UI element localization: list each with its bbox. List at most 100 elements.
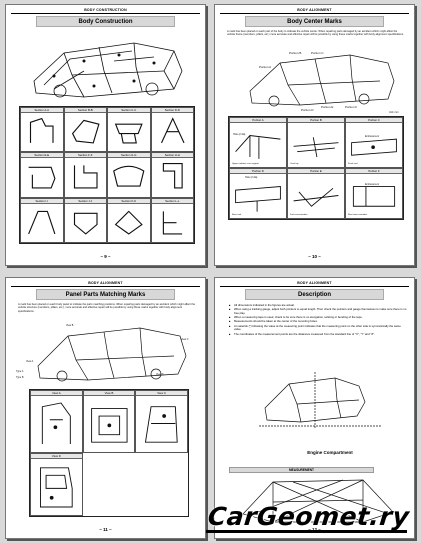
callout-view-b: View B <box>66 324 74 327</box>
callout-portion-a: Portion A <box>259 65 272 69</box>
section-label: Section C-C <box>108 108 150 113</box>
page-body-construction: BODY CONSTRUCTION Body Construction <box>5 4 206 266</box>
portion-caption: Rear roof <box>232 214 242 216</box>
page-header: BODY CONSTRUCTION <box>84 8 127 12</box>
section-grid: Section A-A Section B-B Section C-C Sect… <box>19 106 195 244</box>
view-grid: View A View B View C View D <box>29 389 189 517</box>
description-item: All dimensions indicated in the figures … <box>229 303 409 308</box>
view-cell-empty <box>135 453 188 516</box>
header-rule <box>11 13 200 14</box>
section-cell: Section C-C <box>107 107 151 153</box>
callout-hole-d: Hole (2 dia) <box>245 176 258 179</box>
unit-label: Unit: mm <box>389 111 399 114</box>
section-label: Section I-I <box>21 198 63 204</box>
callout-type-b: Type B <box>16 376 24 379</box>
description-item: An asterisk (*) following the value at t… <box>229 324 409 333</box>
section-cell: Section E-E <box>20 152 64 198</box>
coordinate-diagram <box>259 372 381 428</box>
section-label: Section F-F <box>64 153 106 159</box>
portion-caption: Upper radiator core support <box>232 163 259 165</box>
center-marks-diagram <box>249 54 395 107</box>
section-label: Section H-H <box>151 153 193 159</box>
view-cell: View D <box>30 453 83 516</box>
measurement-label: MEASUREMENT <box>229 467 374 473</box>
view-cell-empty <box>83 453 136 516</box>
section-cell: Section K-K <box>107 197 151 243</box>
page-title: Body Center Marks <box>245 16 384 27</box>
portion-label: Portion F <box>346 169 402 174</box>
page-title: Description <box>245 289 384 300</box>
callout-type-a: Type A <box>16 370 24 373</box>
portion-caption: Cowl top <box>290 163 299 165</box>
callout-embossment-f: Embossment <box>365 183 379 186</box>
section-cell: Section F-F <box>63 152 107 198</box>
view-label: View D <box>31 454 82 459</box>
page-header: BODY ALIGNMENT <box>297 8 332 12</box>
callout-embossment-c: Embossment <box>365 135 379 138</box>
section-label: Section J-J <box>64 198 106 204</box>
watermark-underline <box>206 530 407 533</box>
view-label: View A <box>31 391 82 396</box>
section-label: Section K-K <box>108 198 150 204</box>
header-rule <box>220 13 409 14</box>
section-cell: Section G-G <box>107 152 151 198</box>
section-cell: Section A-A <box>20 107 64 153</box>
description-item: Measurements should be taken at the cent… <box>229 320 409 324</box>
page-body-center-marks: BODY ALIGNMENT Body Center Marks A mark … <box>214 4 415 266</box>
portion-label: Portion A <box>230 118 286 123</box>
callout-view-d: View D <box>156 373 164 376</box>
portion-cell: Portion F Rear lower member <box>345 168 403 219</box>
header-rule <box>220 286 409 287</box>
section-cell: Section D-D <box>150 107 194 153</box>
callout-hole-a: Hole (2 dia) <box>233 133 246 136</box>
section-label: Section E-E <box>21 153 63 159</box>
watermark-text: CarGeomet.ry <box>206 502 411 531</box>
view-cell: View B <box>82 390 136 453</box>
section-cell: Section L-L <box>150 197 194 243</box>
portion-label: Portion E <box>288 169 344 174</box>
portion-caption: Front roof <box>348 163 358 165</box>
view-label: View B <box>83 391 135 396</box>
view-cell: View A <box>30 390 83 453</box>
section-label: Section G-G <box>108 153 150 159</box>
section-cell: Section H-H <box>150 152 194 198</box>
page-number: – 10 – <box>308 254 321 259</box>
matching-marks-diagram <box>37 327 187 382</box>
view-label: View C <box>136 391 187 396</box>
header-rule <box>11 286 200 287</box>
callout-portion-b: Portion B <box>289 51 302 55</box>
callout-portion-c: Portion C <box>311 51 324 55</box>
section-label: Section A-A <box>21 108 63 113</box>
callout-view-a: View A <box>26 360 34 363</box>
page-header: BODY ALIGNMENT <box>88 281 123 285</box>
page-number: – 9 – <box>100 254 111 259</box>
callout-portion-f: Portion F <box>345 105 358 109</box>
page-description: BODY ALIGNMENT Description All dimension… <box>214 277 415 539</box>
section-subheading: Engine Compartment <box>307 450 353 455</box>
section-cell: Section J-J <box>63 197 107 243</box>
callout-portion-d: Portion D <box>301 108 314 112</box>
section-cell: Section B-B <box>63 107 107 153</box>
intro-paragraph: A mark has been placed on each body pane… <box>18 303 196 313</box>
portion-cell: Portion D Rear roof <box>229 168 287 219</box>
section-label: Section L-L <box>151 198 193 204</box>
engine-compartment-diagram <box>242 479 394 523</box>
description-item: When using a tracking gauge, adjust both… <box>229 307 409 316</box>
portion-label: Portion C <box>346 118 402 123</box>
page-panel-matching-marks: BODY ALIGNMENT Panel Parts Matching Mark… <box>5 277 206 539</box>
section-cell: Section I-I <box>20 197 64 243</box>
page-header: BODY ALIGNMENT <box>297 281 332 285</box>
watermark-logo: CarGeomet.ry <box>198 500 413 540</box>
portion-caption: Rear lower member <box>348 214 368 216</box>
portion-grid: Portion A Upper radiator core support Por… <box>228 116 404 220</box>
portion-label: Portion D <box>230 169 286 174</box>
portion-cell: Portion C Front roof <box>345 117 403 168</box>
callout-view-c: View C <box>181 338 189 341</box>
description-item: When a measuring tape is used, check to … <box>229 315 409 320</box>
page-title: Panel Parts Matching Marks <box>36 289 175 300</box>
portion-cell: Portion A Upper radiator core support <box>229 117 287 168</box>
description-item: The coordinates of the measurement point… <box>229 332 409 337</box>
section-label: Section B-B <box>64 108 106 113</box>
page-number: – 11 – <box>99 527 112 532</box>
